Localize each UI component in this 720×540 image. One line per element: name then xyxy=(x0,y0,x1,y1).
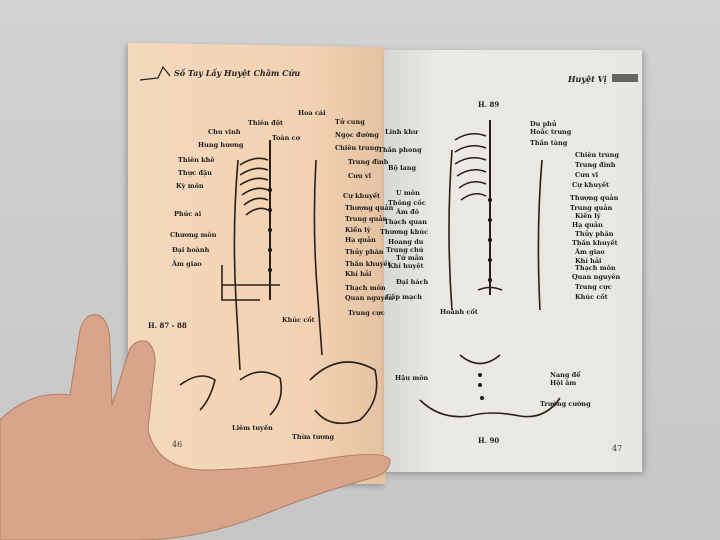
acupoint-label: Cự khuyết xyxy=(343,192,381,200)
torso-outline-right xyxy=(313,159,323,356)
acupoint-label: Tứ mãn xyxy=(396,254,424,262)
figure-label-87-88: H. 87 - 88 xyxy=(148,321,187,330)
acupoint-label: Cưu vĩ xyxy=(575,171,599,179)
acupoint-label: Bộ lang xyxy=(388,164,417,172)
acupoint-label: Chiên trung xyxy=(335,144,379,152)
acupoint-label: Du phủ xyxy=(530,120,557,128)
acupoint-label: Thừa tương xyxy=(292,433,335,441)
page-number-right: 47 xyxy=(612,444,623,453)
acupoint-label: Thần khuyết xyxy=(572,239,618,247)
acupoint-label: Âm giao xyxy=(172,260,202,268)
acupoint-label: Trung cực xyxy=(575,283,612,291)
acupoint-label: Chương môn xyxy=(170,231,217,239)
acupoint-label: Hoa cái xyxy=(298,109,326,117)
acupoint-label: Thông cốc xyxy=(388,199,426,207)
acupoint-label: Chiên trung xyxy=(575,151,619,159)
figure-label-90: H. 90 xyxy=(478,436,500,445)
header-tab-bar xyxy=(612,74,638,82)
acupoint-label: Hạ quản xyxy=(572,221,603,229)
acupoint-label: Hoắc trung xyxy=(530,128,572,136)
acupoint-label: Thượng quản xyxy=(345,204,394,212)
acupoint-label: Kiến lý xyxy=(575,212,601,220)
acupoint-label: Thiên khê xyxy=(178,156,215,164)
acupoint-label: Thượng quản xyxy=(570,194,619,202)
acupoint-label: Hạ quản xyxy=(345,236,376,244)
acupoint-label: Thương khúc xyxy=(380,228,429,236)
acupoint-label: Khí huyệt xyxy=(388,262,424,270)
acupoint-label: Thực đậu xyxy=(178,169,212,177)
acupoint-label: Linh khư xyxy=(385,128,418,136)
acupoint-label: Thủy phân xyxy=(345,248,384,256)
acupoint-label: Trung đình xyxy=(575,161,616,169)
acupoint-label: U môn xyxy=(396,189,420,197)
acupoint-label: Trung quản xyxy=(345,215,388,223)
acupoint-label: Thần khuyết xyxy=(345,260,391,268)
acupoint-label: Chu vinh xyxy=(208,128,241,136)
acupoint-label: Liêm tuyền xyxy=(232,424,273,432)
acupoint-label: Thần tàng xyxy=(530,139,568,147)
acupoint-label: Cự khuyết xyxy=(572,181,610,189)
acupoint-label: Trường cường xyxy=(540,400,591,408)
right-page xyxy=(384,50,642,472)
acupoint-label: Tử cung xyxy=(335,118,365,126)
acupoint-label: Âm đô xyxy=(396,208,420,216)
right-page-header: Huyệt Vị xyxy=(568,74,607,84)
acupoint-label: Thạch môn xyxy=(345,284,386,292)
left-page-header: Số Tay Lấy Huyệt Châm Cứu xyxy=(174,68,301,78)
torso-outline-left xyxy=(233,159,241,371)
acupoint-label: Đại hách xyxy=(396,278,429,286)
acupoint-label: Hoành cốt xyxy=(440,308,478,316)
acupoint-label: Phúc ai xyxy=(174,210,202,218)
acupoint-label: Hội âm xyxy=(550,379,577,387)
hand-shape xyxy=(0,314,391,540)
figure-label-89: H. 89 xyxy=(478,100,500,109)
acupoint-label: Toàn cơ xyxy=(272,134,300,142)
acupoint-label: Khúc cốt xyxy=(575,293,608,301)
acupoint-label: Âm giao xyxy=(575,248,605,256)
acupoint-label: Trung cực xyxy=(348,309,385,317)
acupoint-label: Trung đình xyxy=(348,158,389,166)
acupoint-label: Trung quản xyxy=(570,204,613,212)
acupoint-label: Hoang du xyxy=(388,238,424,246)
acupoint-label: Kiến lý xyxy=(345,226,371,234)
acupoint-label: Thủy phân xyxy=(575,230,614,238)
acupoint-label: Khí hải xyxy=(345,270,372,278)
acupoint-label: Thạch môn xyxy=(575,264,616,272)
acupoint-label: Thiên đột xyxy=(248,119,284,127)
page-number-left: 46 xyxy=(172,440,183,449)
acupoint-label: Cưu vĩ xyxy=(348,172,372,180)
acupoint-label: Hậu môn xyxy=(395,374,429,382)
acupoint-label: Đại hoành xyxy=(172,246,210,254)
acupoint-label: Hung hương xyxy=(198,141,244,149)
acupoint-label: Quan nguyên xyxy=(572,273,621,281)
acupoint-label: Khúc cốt xyxy=(282,316,315,324)
header-logo-mark xyxy=(139,65,171,81)
acupoint-label: Khí hải xyxy=(575,257,602,265)
acupoint-label: Ngọc đường xyxy=(335,131,379,139)
acupoint-label: Nang để xyxy=(550,371,581,379)
acupoint-label: Thần phong xyxy=(378,146,422,154)
acupoint-label: Kỳ môn xyxy=(176,182,204,190)
acupoint-label: Cấp mạch xyxy=(386,293,422,301)
acupoint-label: Quan nguyên xyxy=(345,294,394,302)
acupoint-label: Trung chú xyxy=(386,246,424,254)
acupoint-label: Thạch quan xyxy=(384,218,427,226)
